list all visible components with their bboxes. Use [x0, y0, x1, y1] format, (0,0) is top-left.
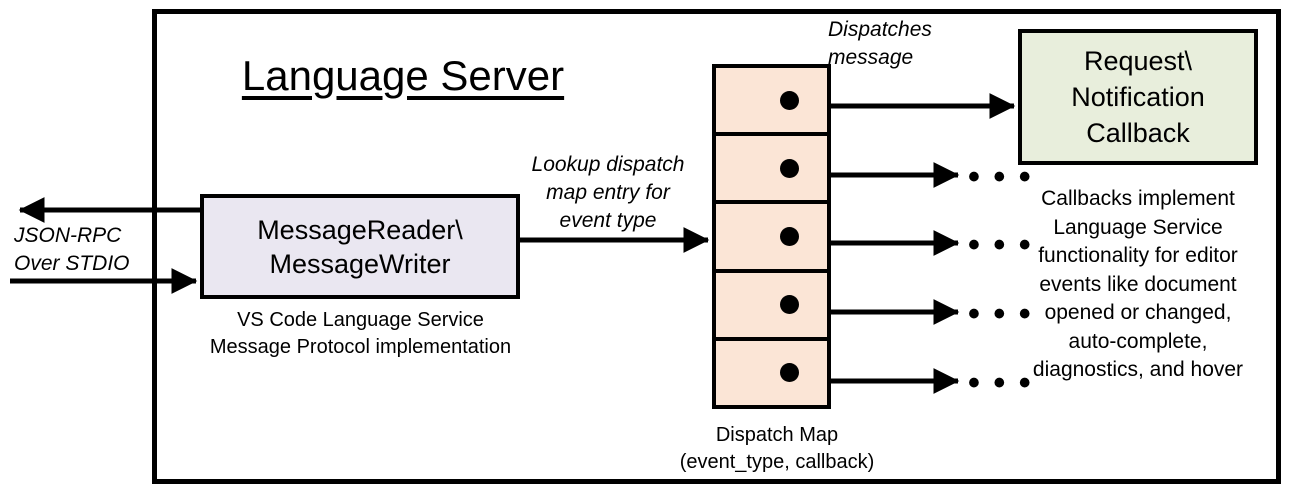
dispatches-message-line-1: Dispatches: [828, 18, 932, 41]
callback-description-line-3: functionality for editor: [1038, 244, 1238, 267]
message-reader-writer-caption: VS Code Language Service Message Protoco…: [188, 307, 533, 361]
json-rpc-label-line-2: Over STDIO: [14, 252, 130, 275]
callback-description-line-4: events like document: [1039, 272, 1237, 296]
callback-description-line-2: Language Service: [1053, 215, 1223, 239]
message-reader-writer-line-1: MessageReader\: [257, 214, 463, 245]
message-reader-writer-node[interactable]: MessageReader\ MessageWriter: [200, 194, 520, 299]
dispatch-map-row-5[interactable]: [716, 341, 827, 405]
callback-pointer-dot-icon: [780, 295, 799, 315]
message-reader-writer-line-2: MessageWriter: [269, 248, 451, 279]
ellipsis-row-5: • • •: [968, 364, 1033, 402]
callback-description-line-7: diagnostics, and hover: [1032, 358, 1244, 381]
request-notification-callback-node[interactable]: Request\ Notification Callback: [1018, 29, 1258, 165]
callback-description-line-1: Callbacks implement: [1041, 187, 1235, 210]
message-reader-writer-caption-line-1: VS Code Language Service: [237, 309, 484, 331]
lookup-dispatch-edge-label: Lookup dispatch map entry for event type: [513, 151, 703, 235]
dispatches-message-edge-label: Dispatches message: [828, 16, 1008, 72]
dispatch-map-caption-line-1: Dispatch Map: [715, 424, 839, 446]
callback-title-line-2: Notification: [1071, 82, 1205, 112]
page-title: Language Server: [241, 52, 565, 99]
message-reader-writer-caption-line-2: Message Protocol implementation: [209, 336, 512, 358]
dispatch-map-row-1[interactable]: [716, 68, 827, 137]
callback-description: Callbacks implement Language Service fun…: [1002, 185, 1274, 385]
json-rpc-label-line-1: JSON-RPC: [14, 224, 122, 247]
dispatch-map-caption-line-2: (event_type, callback): [679, 451, 875, 473]
callback-title-line-1: Request\: [1083, 46, 1193, 76]
callback-pointer-dot-icon: [780, 227, 799, 246]
dispatch-map-caption: Dispatch Map (event_type, callback): [642, 422, 912, 476]
callback-description-line-5: opened or changed,: [1044, 301, 1232, 324]
lookup-label-line-3: event type: [559, 209, 657, 232]
lookup-label-line-2: map entry for: [546, 181, 670, 204]
ellipsis-row-4: • • •: [968, 295, 1033, 333]
callback-pointer-dot-icon: [780, 158, 799, 178]
dispatch-map-row-4[interactable]: [716, 273, 827, 341]
callback-pointer-dot-icon: [780, 363, 799, 383]
dispatch-map-row-2[interactable]: [716, 136, 827, 205]
dispatch-map-table[interactable]: [712, 64, 831, 409]
language-server-boundary: [152, 9, 1281, 484]
ellipsis-row-3: • • •: [968, 226, 1033, 264]
message-reader-writer-title: MessageReader\ MessageWriter: [257, 213, 463, 281]
callback-description-line-6: auto-complete,: [1068, 329, 1208, 353]
callback-title-line-3: Callback: [1086, 118, 1190, 148]
json-rpc-edge-label: JSON-RPC Over STDIO: [14, 222, 174, 278]
dispatch-map-row-3[interactable]: [716, 204, 827, 273]
callback-title: Request\ Notification Callback: [1071, 43, 1205, 151]
callback-pointer-dot-icon: [780, 90, 799, 110]
ellipsis-row-2: • • •: [968, 158, 1033, 196]
dispatches-message-line-2: message: [828, 46, 914, 69]
lookup-label-line-1: Lookup dispatch: [531, 153, 685, 176]
